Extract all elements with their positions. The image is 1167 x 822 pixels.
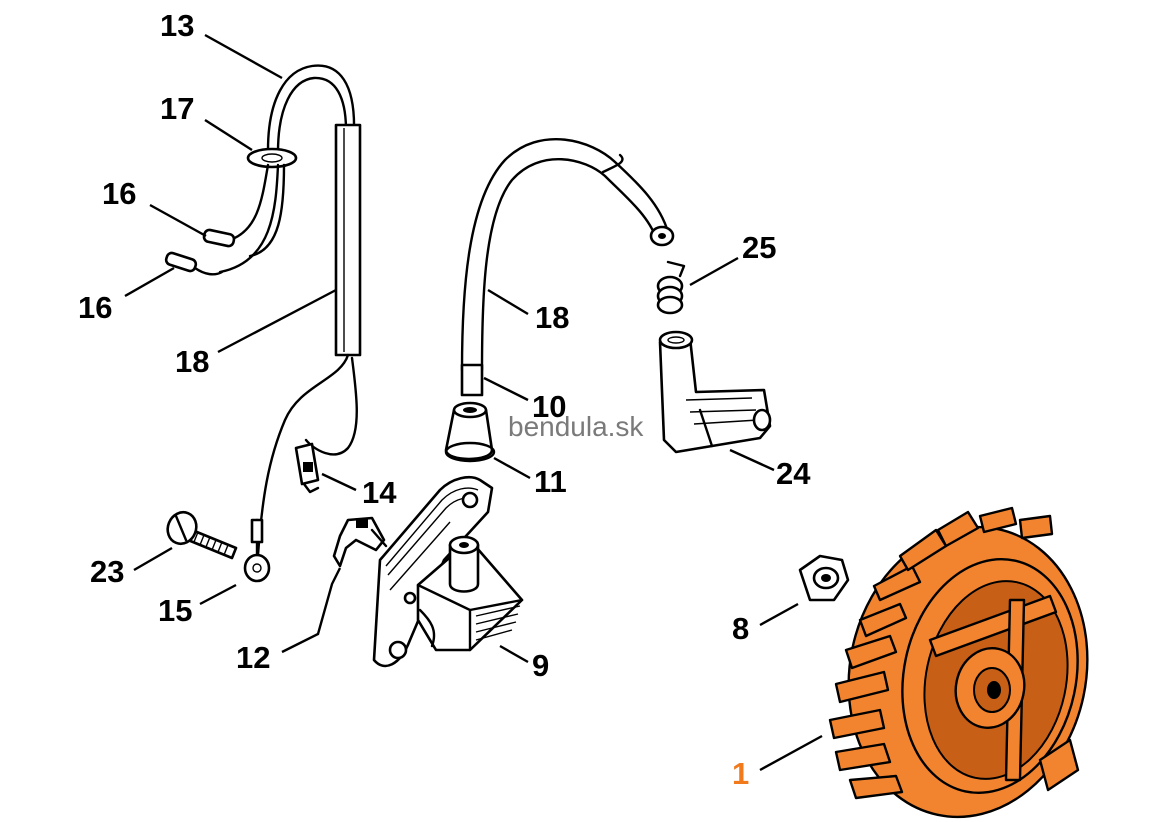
callout-16a: 16	[102, 176, 136, 211]
callout-8: 8	[732, 611, 749, 646]
terminal-16-upper	[202, 228, 236, 248]
callout-15: 15	[158, 593, 192, 628]
callout-11: 11	[534, 464, 567, 499]
connector-14	[294, 442, 320, 494]
callout-1: 1	[732, 756, 749, 791]
spring-25	[656, 260, 686, 315]
watermark: bendula.sk	[508, 411, 644, 442]
callout-14: 14	[362, 475, 397, 510]
nut-8	[798, 554, 850, 602]
callout-13: 13	[160, 8, 194, 43]
clip-12	[332, 516, 388, 568]
callout-25: 25	[742, 230, 776, 265]
spark-plug-cap-24	[658, 330, 772, 454]
callout-18b: 18	[535, 300, 569, 335]
callout-18a: 18	[175, 344, 209, 379]
ignition-module-9	[372, 476, 524, 668]
screw-23	[166, 510, 238, 560]
leader-lines	[124, 33, 823, 772]
callout-24: 24	[776, 456, 811, 491]
callout-9: 9	[532, 648, 549, 683]
flywheel-1	[828, 506, 1089, 819]
grommet-17	[246, 147, 298, 169]
callout-10: 10	[532, 389, 566, 424]
callouts: 13 17 16 16 18 18 10 11 14 23 15 12 9 25…	[78, 8, 811, 791]
callout-23: 23	[90, 554, 124, 589]
callout-12: 12	[236, 640, 270, 675]
ring-terminal-15	[243, 518, 271, 583]
callout-16b: 16	[78, 290, 112, 325]
ht-lead-18	[460, 137, 675, 372]
wire-harness	[164, 64, 362, 583]
terminal-16-lower	[164, 251, 224, 276]
callout-17: 17	[160, 91, 194, 126]
grommet-11	[444, 401, 496, 463]
boot-10	[460, 363, 484, 397]
